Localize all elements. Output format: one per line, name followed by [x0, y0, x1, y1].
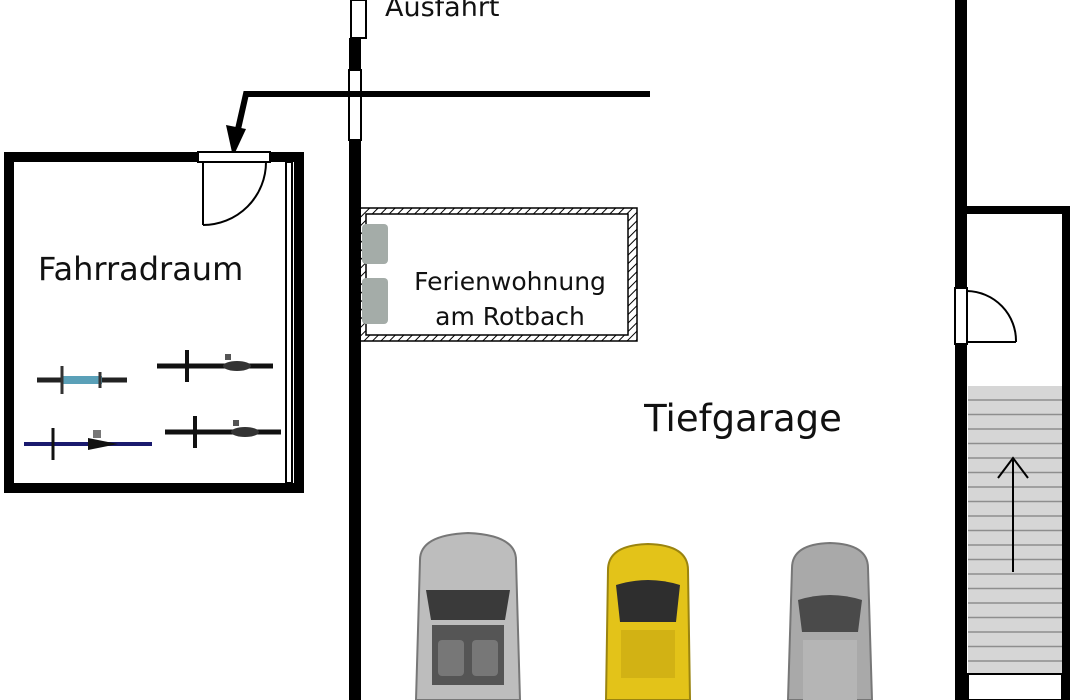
garage-left-wall-top	[349, 38, 361, 70]
garage-label: Tiefgarage	[643, 397, 842, 440]
furniture-icon	[362, 278, 388, 324]
apartment-label-line2: am Rotbach	[435, 302, 585, 331]
bicycle-icon	[24, 428, 152, 460]
garage-left-wall	[349, 140, 361, 700]
apartment-block	[359, 207, 638, 342]
bike-room-inner-line	[285, 161, 293, 484]
bicycle-icon	[157, 350, 273, 382]
door-swing-icon	[966, 290, 1018, 343]
stairs	[967, 386, 1063, 700]
stairwell-right-wall	[1062, 206, 1070, 700]
exit-door-frame	[350, 0, 367, 39]
stairs-up-arrow-icon	[997, 456, 1029, 572]
arrow-head	[226, 125, 246, 157]
door-swing-icon	[202, 161, 267, 226]
car-icon	[786, 541, 874, 700]
apartment-label-line1: Ferienwohnung	[414, 267, 606, 296]
stairwell-top-wall	[955, 206, 1065, 214]
arrow-down-left-icon	[233, 91, 650, 139]
bicycle-icon	[37, 366, 127, 394]
car-icon	[604, 542, 692, 700]
car-icon	[414, 531, 522, 700]
exit-label: Ausfahrt	[385, 0, 500, 23]
furniture-icon	[362, 224, 388, 264]
bike-room-door-frame	[197, 151, 271, 163]
garage-right-door-gap	[954, 287, 968, 345]
garage-left-door-gap	[348, 69, 362, 141]
bicycle-icon	[165, 416, 281, 448]
garage-right-wall	[955, 0, 967, 700]
bike-room-label: Fahrradraum	[38, 250, 243, 288]
